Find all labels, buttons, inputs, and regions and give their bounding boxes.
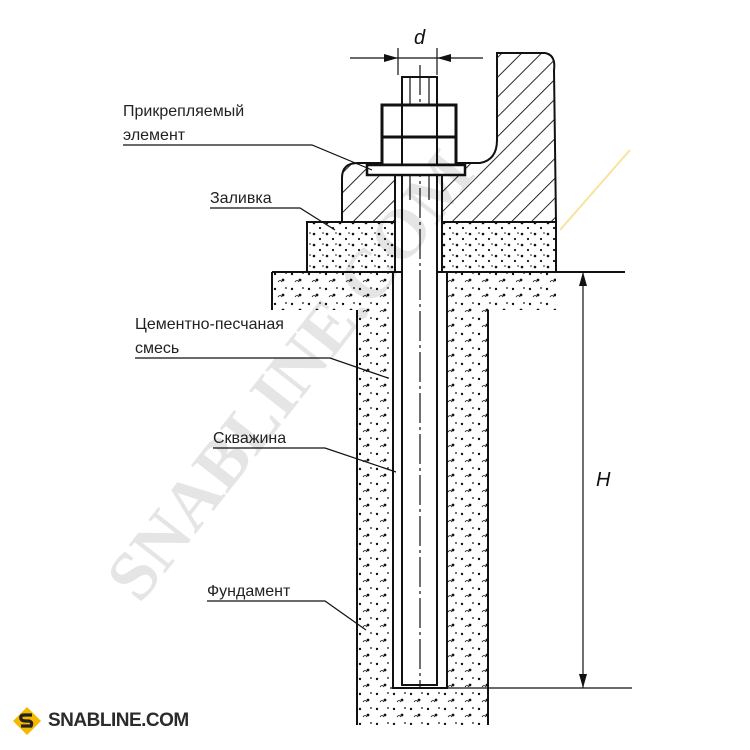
label-grout: Заливка (210, 190, 272, 207)
washer (365, 163, 467, 177)
snabline-logo: SNABLINE.COM (12, 706, 189, 736)
label-borehole: Скважина (213, 430, 286, 447)
label-mix-2: смесь (135, 340, 179, 357)
nut-upper (380, 103, 458, 139)
label-attached-element-2: элемент (123, 127, 186, 144)
label-attached-element-1: Прикрепляемый (123, 103, 244, 120)
dimension-d: d (414, 27, 426, 49)
nut-lower (380, 135, 458, 167)
label-mix-1: Цементно-песчаная (135, 316, 284, 333)
logo-text: SNABLINE.COM (48, 710, 189, 731)
logo-diamond-icon (13, 707, 41, 735)
label-foundation: Фундамент (207, 583, 291, 600)
dimension-h: H (596, 469, 611, 491)
